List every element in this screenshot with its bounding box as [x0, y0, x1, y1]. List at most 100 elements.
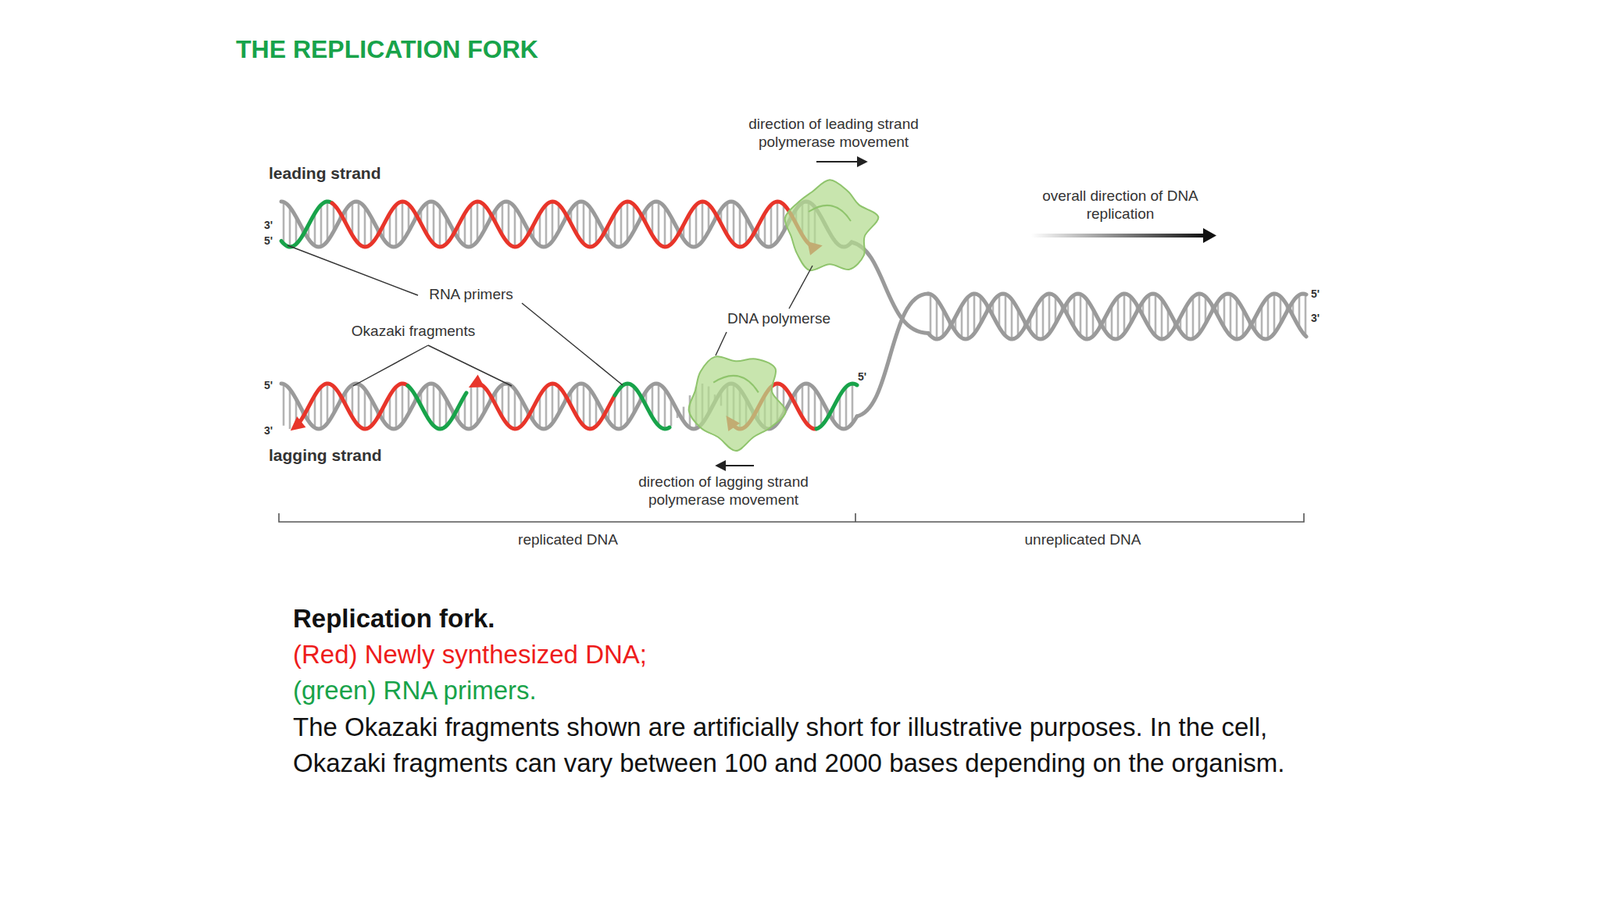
base-pair: [282, 202, 286, 244]
base-pair: [507, 202, 511, 244]
base-pair: [1010, 299, 1014, 340]
part-label: RNA primers: [404, 285, 538, 304]
base-pair: [1273, 293, 1276, 334]
base-pair: [626, 383, 629, 424]
base-pair: [545, 204, 548, 247]
base-pair: [395, 204, 398, 247]
base-pair: [1042, 296, 1045, 339]
base-pair: [432, 202, 436, 244]
rna-primer: [407, 385, 467, 429]
base-pairs: [930, 293, 1306, 340]
legend-note: (green) RNA primers.: [292, 673, 537, 709]
base-pair: [470, 386, 473, 429]
base-pair: [364, 207, 367, 247]
base-pair: [929, 294, 933, 336]
leader-line: [353, 345, 429, 386]
base-pair: [1123, 293, 1126, 334]
base-pair: [401, 383, 404, 424]
base-pair: [1229, 294, 1233, 336]
end-label: 3': [1310, 311, 1320, 325]
base-pair: [320, 204, 323, 247]
new-dna-strand: [332, 201, 817, 247]
base-pair: [770, 204, 773, 247]
polymerase-fold: [713, 375, 759, 393]
parent-strand: [928, 293, 1307, 340]
leading-helix: [281, 201, 852, 256]
base-pair: [739, 207, 742, 247]
base-pair: [695, 204, 698, 247]
base-pair: [514, 207, 517, 247]
base-pair: [845, 386, 848, 429]
base-pair: [545, 386, 548, 429]
region-label: unreplicated DNA: [989, 531, 1177, 550]
end-label: 5': [1310, 287, 1320, 301]
figure-caption: Replication fork.: [292, 601, 496, 637]
base-pair: [364, 389, 367, 429]
part-label: DNA polymerse: [704, 310, 854, 329]
leader-line: [789, 265, 813, 309]
figure-title: THE REPLICATION FORK: [235, 34, 539, 65]
base-pair: [1192, 296, 1195, 339]
base-pair: [1154, 294, 1158, 336]
end-label: 3': [264, 424, 273, 438]
parent-strand: [928, 293, 1307, 340]
base-pair: [289, 389, 292, 429]
rna-primer: [281, 201, 333, 247]
region-label: replicated DNA: [482, 531, 654, 550]
okazaki-fragment: [474, 383, 615, 429]
base-pair: [620, 386, 623, 429]
okazaki-fragment: [295, 383, 408, 429]
leader-line: [521, 303, 623, 386]
base-pair: [967, 296, 970, 339]
base-pair: [973, 293, 976, 334]
unreplicated-helix: [928, 293, 1307, 340]
base-pair: [664, 389, 667, 429]
base-pair: [620, 204, 623, 247]
base-pair: [657, 384, 661, 426]
base-pair: [507, 384, 511, 426]
base-pair: [439, 207, 442, 247]
base-pair: [432, 384, 436, 426]
leader-line: [428, 345, 512, 386]
base-pair: [1304, 294, 1308, 336]
end-label: 5': [264, 378, 273, 393]
base-pair: [1004, 294, 1008, 336]
base-pair: [1079, 294, 1083, 336]
base-pair: [701, 201, 704, 242]
base-pair: [776, 201, 779, 242]
base-pair: [664, 207, 667, 247]
end-label: 5': [264, 234, 273, 248]
base-pair: [582, 384, 586, 426]
leader-line: [715, 332, 727, 356]
legend-note: (Red) Newly synthesized DNA;: [292, 637, 647, 673]
base-pair: [1198, 293, 1201, 334]
rna-primer: [614, 383, 670, 429]
strand-name: leading strand: [268, 163, 382, 183]
base-pair: [439, 389, 442, 429]
base-pair: [551, 383, 554, 424]
caption-note: The Okazaki fragments shown are artifici…: [292, 709, 1297, 782]
base-pair: [514, 389, 517, 429]
base-pair: [589, 207, 592, 247]
base-pair: [357, 202, 361, 244]
end-label: 3': [264, 218, 273, 233]
base-pair: [395, 386, 398, 429]
base-pair: [401, 201, 404, 242]
base-pair: [282, 384, 286, 426]
base-pair: [476, 383, 479, 424]
base-pair: [1117, 296, 1120, 339]
base-pair: [1160, 299, 1164, 340]
part-label: Okazaki fragments: [331, 322, 496, 341]
direction-arrow: [717, 464, 754, 467]
base-pair: [476, 201, 479, 242]
base-pair: [1048, 293, 1051, 334]
strand-arrowhead: [465, 375, 485, 394]
base-pair: [626, 201, 629, 242]
base-pair: [935, 299, 939, 340]
template-strand: [281, 201, 852, 247]
dna-polymerase: [785, 179, 879, 271]
base-pair: [289, 207, 292, 247]
base-pair: [732, 202, 736, 244]
base-pair: [551, 201, 554, 242]
